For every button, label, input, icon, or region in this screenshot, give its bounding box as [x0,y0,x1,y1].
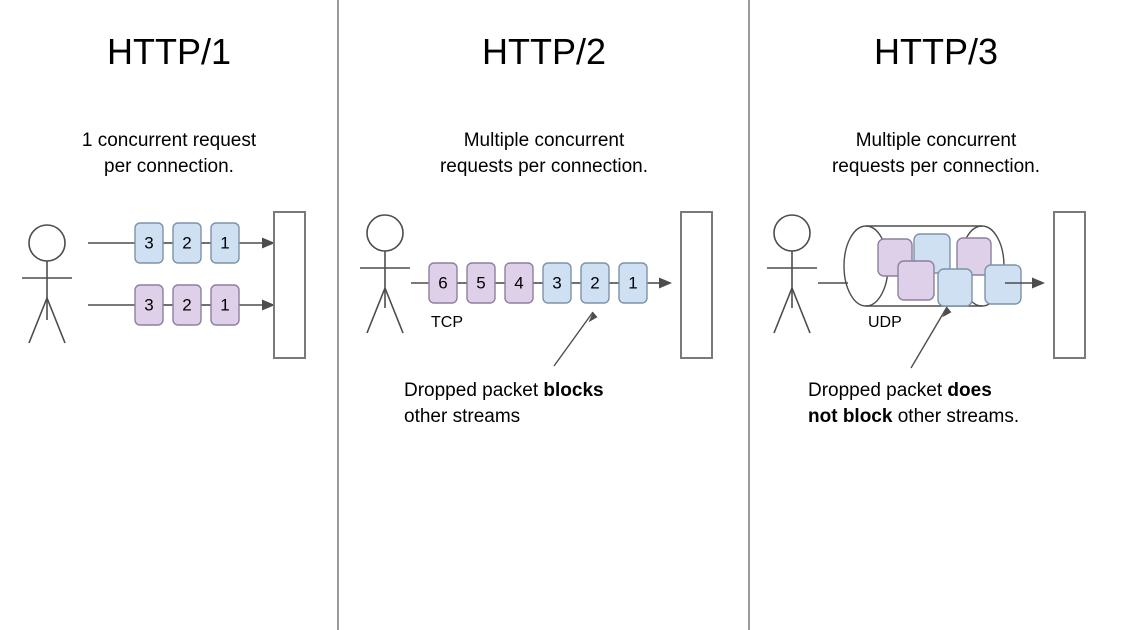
packet-box-dropped [937,268,973,307]
packet-box [984,264,1022,305]
packet-label: 1 [220,295,229,314]
panel-subtitle-http1: 1 concurrent request per connection. [81,130,257,177]
panel-http1: HTTP/1 1 concurrent request per connecti… [0,0,338,630]
packet-box: 1 [618,262,648,304]
packet-label: 2 [182,295,191,314]
packet-box: 1 [210,222,240,264]
panel-subtitle-http3: Multiple concurrent requests per connect… [831,130,1041,177]
panel-divider-2 [748,0,750,630]
packet-label: 1 [220,233,229,252]
server-rect [680,211,713,359]
server-rect [273,211,306,359]
packet-box: 6 [428,262,458,304]
client-stick-figure [22,224,72,344]
caption-line2-plain: other streams [404,406,521,427]
transport-label-tcp: TCP [431,314,463,331]
packet-box: 5 [466,262,496,304]
connection-1-blue: 3 2 1 [88,222,275,264]
packet-box [956,237,992,276]
caption-line1-bold: blocks [543,380,604,401]
panel-title-http1: HTTP/1 [106,31,231,72]
packet-box: 3 [134,222,164,264]
packet-cloud [877,233,1022,307]
packet-box: 4 [504,262,534,304]
http2-diagram: 6 5 4 3 2 [360,211,713,367]
transport-label-udp: UDP [868,314,902,331]
packet-label: 3 [552,273,561,292]
connection-tcp-multiplexed: 6 5 4 3 2 [411,262,672,304]
panel-divider-1 [337,0,339,630]
packet-box [897,260,935,301]
panel-title-http3: HTTP/3 [873,31,998,72]
packet-label: 6 [438,273,447,292]
client-stick-figure [360,214,410,334]
panel-title-http2: HTTP/2 [481,31,606,72]
packet-box-dropped: 2 [580,262,610,304]
packet-label: 3 [144,295,153,314]
packet-label: 2 [590,273,599,292]
packet-box: 3 [134,284,164,326]
server-rect [1053,211,1086,359]
packet-label: 3 [144,233,153,252]
packet-box: 2 [172,222,202,264]
panel-http2: HTTP/2 Multiple concurrent requests per … [339,0,749,630]
caption-line1-plain: Dropped packet [404,380,544,401]
panel-subtitle-http2: Multiple concurrent requests per connect… [439,130,649,177]
packet-box: 3 [542,262,572,304]
caption-http3: Dropped packet does not block other stre… [808,378,1122,430]
packet-label: 2 [182,233,191,252]
packet-box: 1 [210,284,240,326]
packet-label: 4 [514,273,523,292]
caption-http2: Dropped packet blocks other streams [404,378,734,430]
caption-line2-bold: not block [808,406,893,427]
annotation-arrow [553,311,598,367]
packet-label: 1 [628,273,637,292]
caption-line1-plain: Dropped packet [808,380,948,401]
panel-http3: HTTP/3 Multiple concurrent requests per … [750,0,1122,630]
connection-2-purple: 3 2 1 [88,284,275,326]
caption-line2-plain: other streams. [892,406,1020,427]
http3-diagram: UDP [767,211,1086,369]
caption-line1-bold: does [947,380,992,401]
annotation-arrow [910,306,952,369]
packet-box: 2 [172,284,202,326]
http1-diagram: 3 2 1 3 [22,211,306,359]
packet-label: 5 [476,273,485,292]
client-stick-figure [767,214,817,334]
